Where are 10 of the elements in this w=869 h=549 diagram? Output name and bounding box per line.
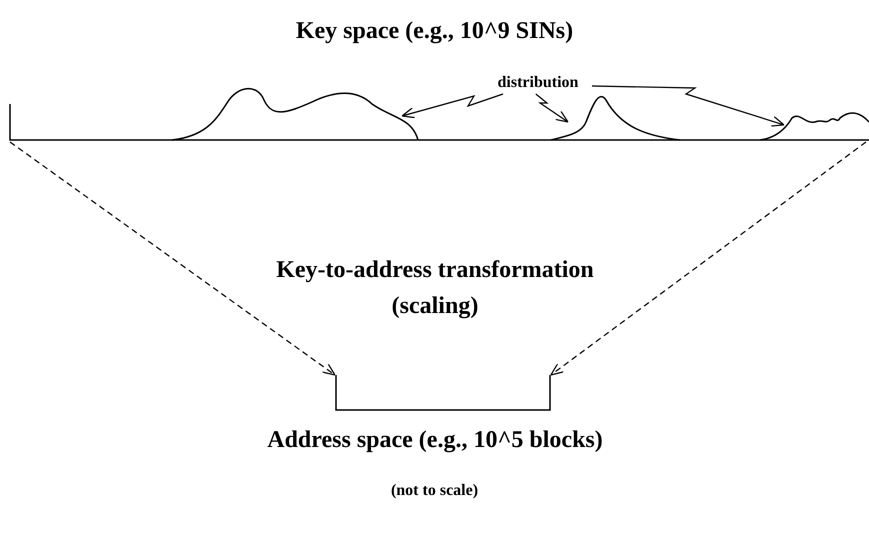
zigzag-arrow [401, 93, 504, 118]
caption: (not to scale) [390, 482, 480, 500]
zigzag-arrow [592, 85, 785, 127]
zigzag-arrow [535, 94, 569, 123]
space-heading: Address space (e.g., 10^5 blocks) [266, 427, 604, 454]
dashed-arrow [550, 142, 866, 376]
space-heading: Key space (e.g., 10^9 SINs) [294, 18, 574, 45]
dashed-arrow [10, 142, 336, 376]
distribution-label: distribution [496, 74, 580, 92]
transformation-label: Key-to-address transformation (scaling) [275, 256, 595, 321]
